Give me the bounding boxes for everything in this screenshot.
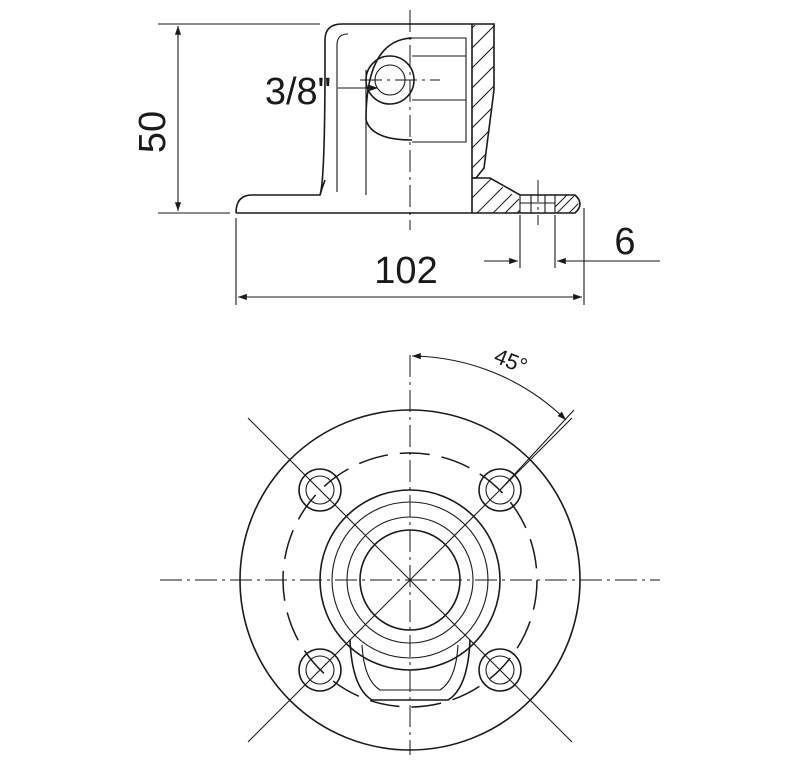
wall-hatching — [472, 25, 494, 178]
base-plate-outline — [235, 177, 581, 214]
body-inner-contour — [336, 33, 367, 195]
angle-reference-line — [499, 409, 575, 491]
top-view: 45° — [160, 343, 660, 755]
height-label: 50 — [132, 111, 174, 153]
mount-hole-top-right — [478, 468, 522, 512]
mount-hole-top-left — [298, 468, 342, 512]
width-label: 102 — [374, 250, 437, 292]
body-outline — [319, 23, 495, 196]
flange-hatching — [555, 195, 579, 213]
thread-label: 3/8" — [265, 71, 331, 113]
mount-hole-bottom-left — [298, 648, 342, 692]
diagonal-center-line-2 — [247, 417, 573, 743]
thread-boss — [365, 37, 413, 141]
mount-hole-bottom-right — [478, 648, 522, 692]
side-view: 50 102 6 3/8" — [132, 10, 660, 305]
thickness-label: 6 — [614, 221, 635, 263]
mount-hole-section — [519, 195, 556, 213]
bore-lines — [412, 37, 467, 143]
angle-dimension-arc — [411, 353, 567, 421]
